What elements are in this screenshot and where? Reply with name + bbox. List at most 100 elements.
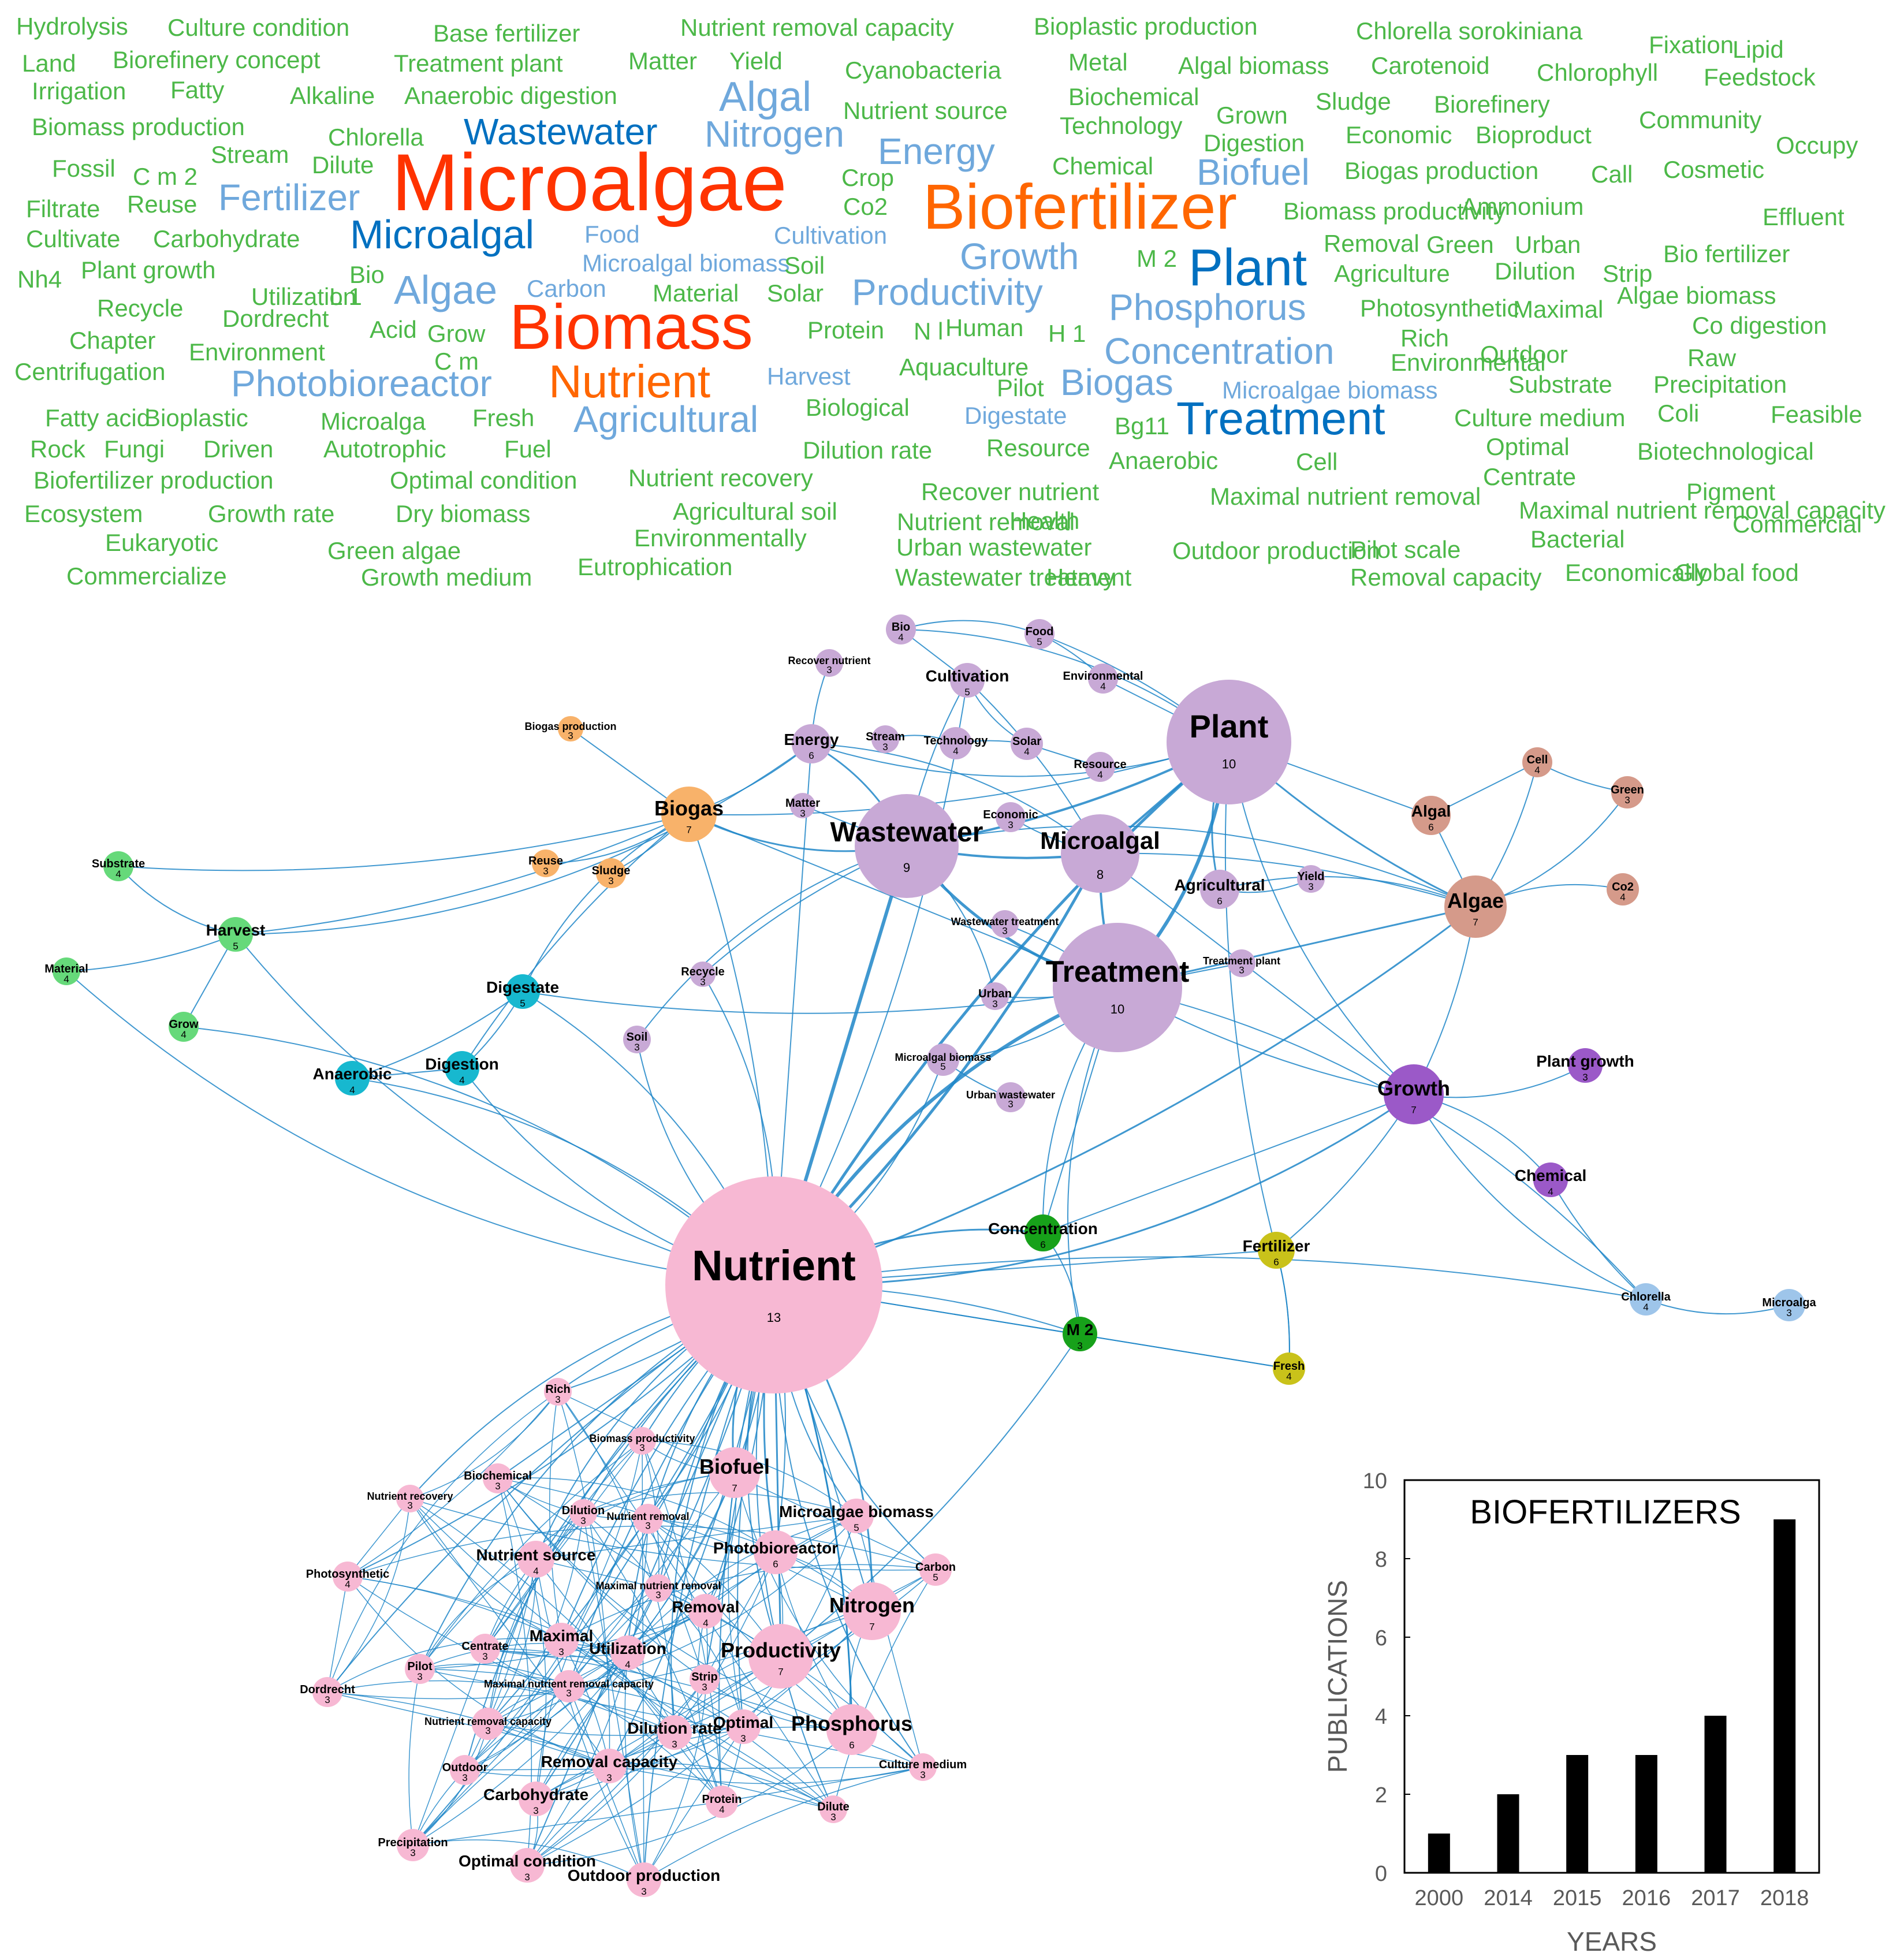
node-circle — [397, 1829, 429, 1861]
node-circle — [623, 1026, 651, 1053]
network-edge — [409, 1391, 558, 1499]
network-nodes: Nutrient13Plant10Treatment10Wastewater9M… — [44, 614, 1817, 1897]
network-edge — [773, 1256, 1646, 1300]
node-label: Dilution — [562, 1504, 605, 1517]
word-eutrophication: Eutrophication — [577, 553, 733, 580]
node-weight: 3 — [566, 1687, 571, 1698]
network-edge — [66, 971, 774, 1285]
node-label: Recycle — [681, 966, 725, 978]
network-edge — [527, 1679, 705, 1866]
word-cell: Cell — [1296, 448, 1337, 475]
word-coli: Coli — [1657, 400, 1699, 427]
node-circle — [333, 1562, 363, 1592]
node-weight: 7 — [1411, 1105, 1416, 1116]
node-label: Biogas — [654, 796, 724, 820]
word-centrate: Centrate — [1483, 463, 1576, 490]
word-plant-growth: Plant growth — [81, 256, 215, 284]
word-algal: Algal — [719, 74, 811, 120]
node-circle — [1611, 776, 1644, 808]
node-circle — [1297, 865, 1325, 893]
network-edge — [643, 1767, 923, 1880]
network-edge — [497, 1478, 547, 1799]
bar-2017 — [1704, 1716, 1727, 1873]
node-label: Chlorella — [1621, 1291, 1671, 1303]
node-weight: 5 — [940, 1061, 945, 1072]
node-label: M 2 — [1067, 1321, 1094, 1339]
node-circle — [927, 1044, 959, 1076]
word-optimal: Optimal — [1486, 433, 1570, 460]
node-weight: 4 — [703, 1618, 708, 1629]
node-weight: 3 — [568, 730, 573, 741]
word-biomass-production: Biomass production — [32, 113, 245, 140]
word-microalgae: Microalgae — [392, 137, 787, 228]
node-circle — [1384, 1064, 1444, 1124]
word-microalgal: Microalgal — [350, 212, 534, 257]
bar-2016 — [1635, 1755, 1657, 1873]
node-label: Maximal nutrient removal capacity — [484, 1678, 654, 1690]
word-biorefinery: Biorefinery — [1434, 91, 1550, 118]
node-weight: 6 — [1273, 1257, 1279, 1268]
word-carbon: Carbon — [527, 275, 606, 302]
word-biorefinery-concept: Biorefinery concept — [113, 46, 321, 73]
word-yield: Yield — [729, 47, 783, 74]
network-edge — [627, 1515, 857, 1653]
node-m-2: M 23 — [1063, 1317, 1097, 1351]
node-label: Nutrient removal capacity — [424, 1716, 552, 1727]
word-cultivate: Cultivate — [26, 225, 120, 252]
node-label: Environmental — [1063, 670, 1143, 683]
node-label: Phosphorus — [791, 1712, 912, 1735]
node-circle — [991, 910, 1019, 938]
node-weight: 6 — [808, 750, 814, 761]
chart-title: BIOFERTILIZERS — [1470, 1493, 1741, 1531]
bar-2015 — [1566, 1755, 1589, 1873]
node-circle — [826, 1704, 877, 1755]
word-utilization: Utilization — [251, 283, 356, 310]
node-circle — [1024, 1214, 1061, 1251]
node-weight: 3 — [1077, 1340, 1082, 1351]
word-feedstock: Feedstock — [1704, 64, 1816, 91]
y-tick-label: 2 — [1375, 1783, 1387, 1808]
node-label: Fertilizer — [1243, 1237, 1310, 1255]
node-weight: 3 — [1786, 1307, 1791, 1318]
node-weight: 6 — [773, 1559, 778, 1570]
word-energy: Energy — [878, 131, 995, 172]
network-edge — [419, 1663, 569, 1687]
node-circle — [405, 1654, 435, 1684]
word-acid: Acid — [370, 316, 417, 343]
y-axis-label: PUBLICATIONS — [1322, 1580, 1353, 1773]
node-label: Yield — [1297, 870, 1324, 883]
y-tick-label: 6 — [1375, 1626, 1387, 1650]
word-digestion: Digestion — [1204, 129, 1305, 156]
word-n-l: N l — [914, 318, 943, 345]
network-edge — [327, 1691, 834, 1810]
word-heavy: Heavy — [1046, 564, 1115, 591]
network-edge — [412, 1648, 486, 1846]
node-circle — [510, 1848, 545, 1883]
node-weight: 5 — [1037, 636, 1042, 647]
word-fertilizer: Fertilizer — [218, 177, 360, 218]
word-environmentally: Environmentally — [634, 524, 807, 552]
word-co2: Co2 — [843, 193, 888, 220]
node-circle — [886, 614, 916, 644]
node-label: Co2 — [1612, 881, 1634, 893]
word-plant: Plant — [1188, 239, 1307, 297]
word-maximal: Maximal — [1513, 296, 1603, 323]
node-label: Nutrient — [692, 1242, 856, 1290]
node-label: Removal capacity — [541, 1753, 678, 1771]
node-label: Outdoor production — [568, 1866, 720, 1884]
word-fatty-acid: Fatty acid — [45, 404, 150, 431]
network-edge — [1224, 741, 1277, 1251]
network-edge — [549, 1391, 562, 1641]
